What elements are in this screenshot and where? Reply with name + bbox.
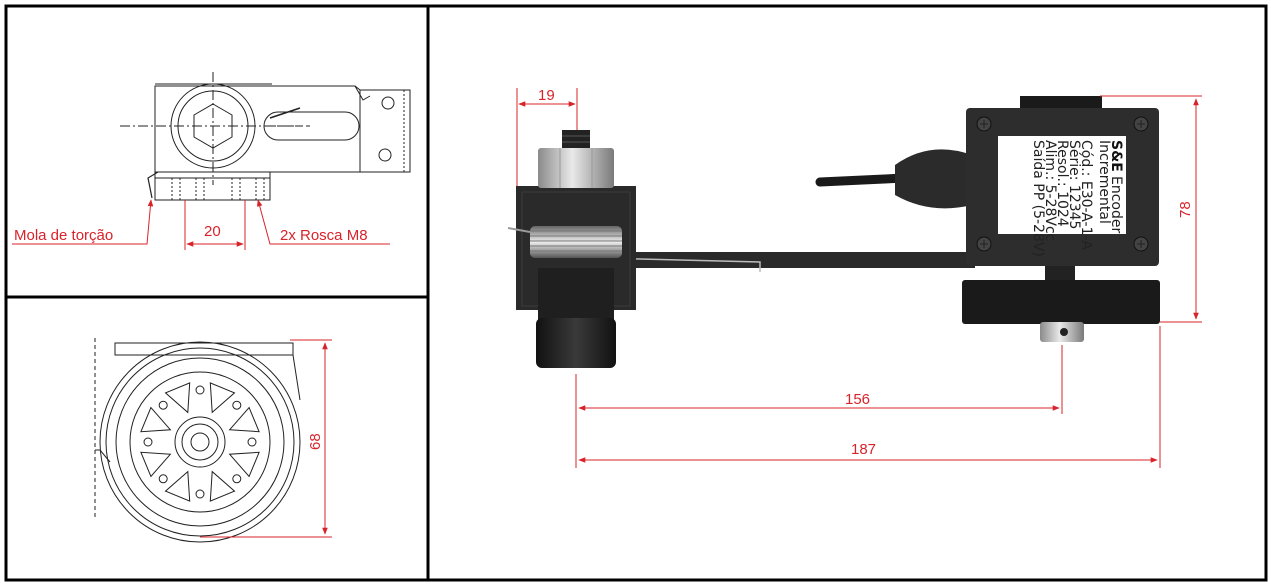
measuring-wheel: [962, 280, 1160, 324]
label-brand: S&E: [1108, 140, 1124, 172]
label-title-1: Encoder: [1108, 176, 1124, 233]
wheel-spoke-opening: [228, 406, 260, 433]
wheel-hole: [247, 437, 257, 447]
hex-nut: [538, 148, 614, 188]
torsion-spring: [507, 226, 622, 258]
dim-encoder-height: 78: [1177, 201, 1194, 218]
label-title-2: Incremental: [1096, 140, 1112, 224]
callout-threads: 2x Rosca M8: [280, 227, 368, 244]
encoder-top-shaft: [1020, 96, 1102, 110]
threaded-post: [536, 318, 616, 368]
bushing: [538, 268, 614, 320]
dim-reach-short: 156: [845, 391, 870, 408]
side-view-drawing: [120, 72, 411, 201]
cable-gland: [895, 149, 972, 209]
wheel-spoke-opening: [209, 382, 236, 414]
wheel-spoke-opening: [140, 451, 172, 478]
wheel-view-drawing: [94, 338, 301, 543]
render-dimensions: [516, 88, 1202, 468]
wheel-spoke-opening: [209, 470, 236, 502]
wheel-hole: [158, 400, 168, 410]
wheel-hole: [158, 474, 168, 484]
housing-screws: [976, 116, 1149, 252]
cable: [815, 173, 910, 187]
dim-side-spacing: 20: [204, 223, 221, 240]
label-line-5: Saída PP (5-28V): [1030, 140, 1046, 257]
wheel-hole: [232, 474, 242, 484]
wheel-hole: [195, 385, 205, 395]
threaded-stud: [562, 130, 590, 148]
wheel-spoke-opening: [164, 382, 191, 414]
label-line-2: Série: 12345: [1066, 140, 1082, 229]
dim-reach-long: 187: [851, 441, 876, 458]
side-view-dimensions: [12, 199, 390, 250]
wheel-hole: [195, 489, 205, 499]
dim-wheel-height: 68: [307, 433, 324, 450]
wheel-spoke-opening: [140, 406, 172, 433]
wheel-hole: [232, 400, 242, 410]
wheel-hole: [143, 437, 153, 447]
callout-torsion-spring: Mola de torção: [14, 227, 113, 244]
label-line-3: Resol.: 1024: [1054, 140, 1070, 227]
encoder-label-plate: [998, 136, 1126, 234]
wheel-spoke-opening: [228, 451, 260, 478]
wheel-spoke-opening: [164, 470, 191, 502]
wheel-spokes: [140, 382, 260, 502]
dim-top-width: 19: [538, 87, 555, 104]
sheet-frame: [4, 4, 1268, 582]
label-line-4: Alim.: 5-28Vcc: [1042, 140, 1058, 241]
label-line-1: Cód.: E30-A-1-A: [1078, 140, 1094, 250]
encoder-hub: [1045, 266, 1075, 280]
encoder-label-text: S&E Encoder Incremental Cód.: E30-A-1-A …: [1030, 140, 1124, 257]
wheel-view-dimensions: [200, 339, 332, 538]
encoder-assembly-render: S&E Encoder Incremental Cód.: E30-A-1-A …: [507, 96, 1160, 368]
